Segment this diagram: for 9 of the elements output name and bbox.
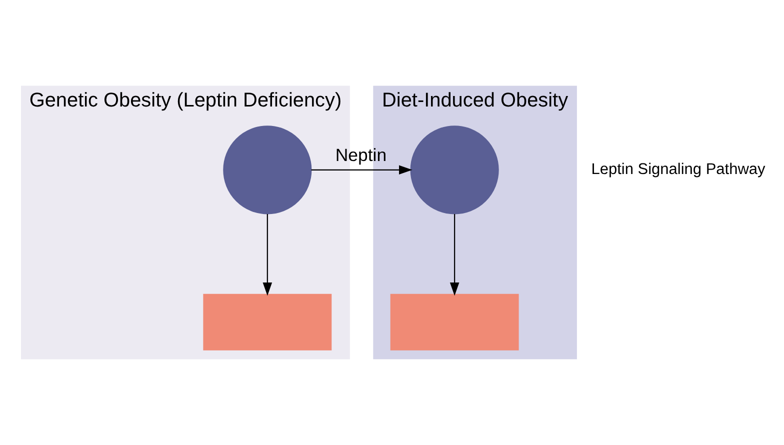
label: Leptin Signaling Pathway (591, 160, 766, 178)
node-circle (223, 126, 312, 214)
node-circle (410, 126, 499, 214)
node-box (390, 294, 519, 350)
arrow (311, 165, 412, 175)
edge-label: Neptin (335, 144, 387, 165)
arrow (450, 214, 460, 296)
arrow (262, 214, 272, 296)
node-box (203, 294, 332, 350)
